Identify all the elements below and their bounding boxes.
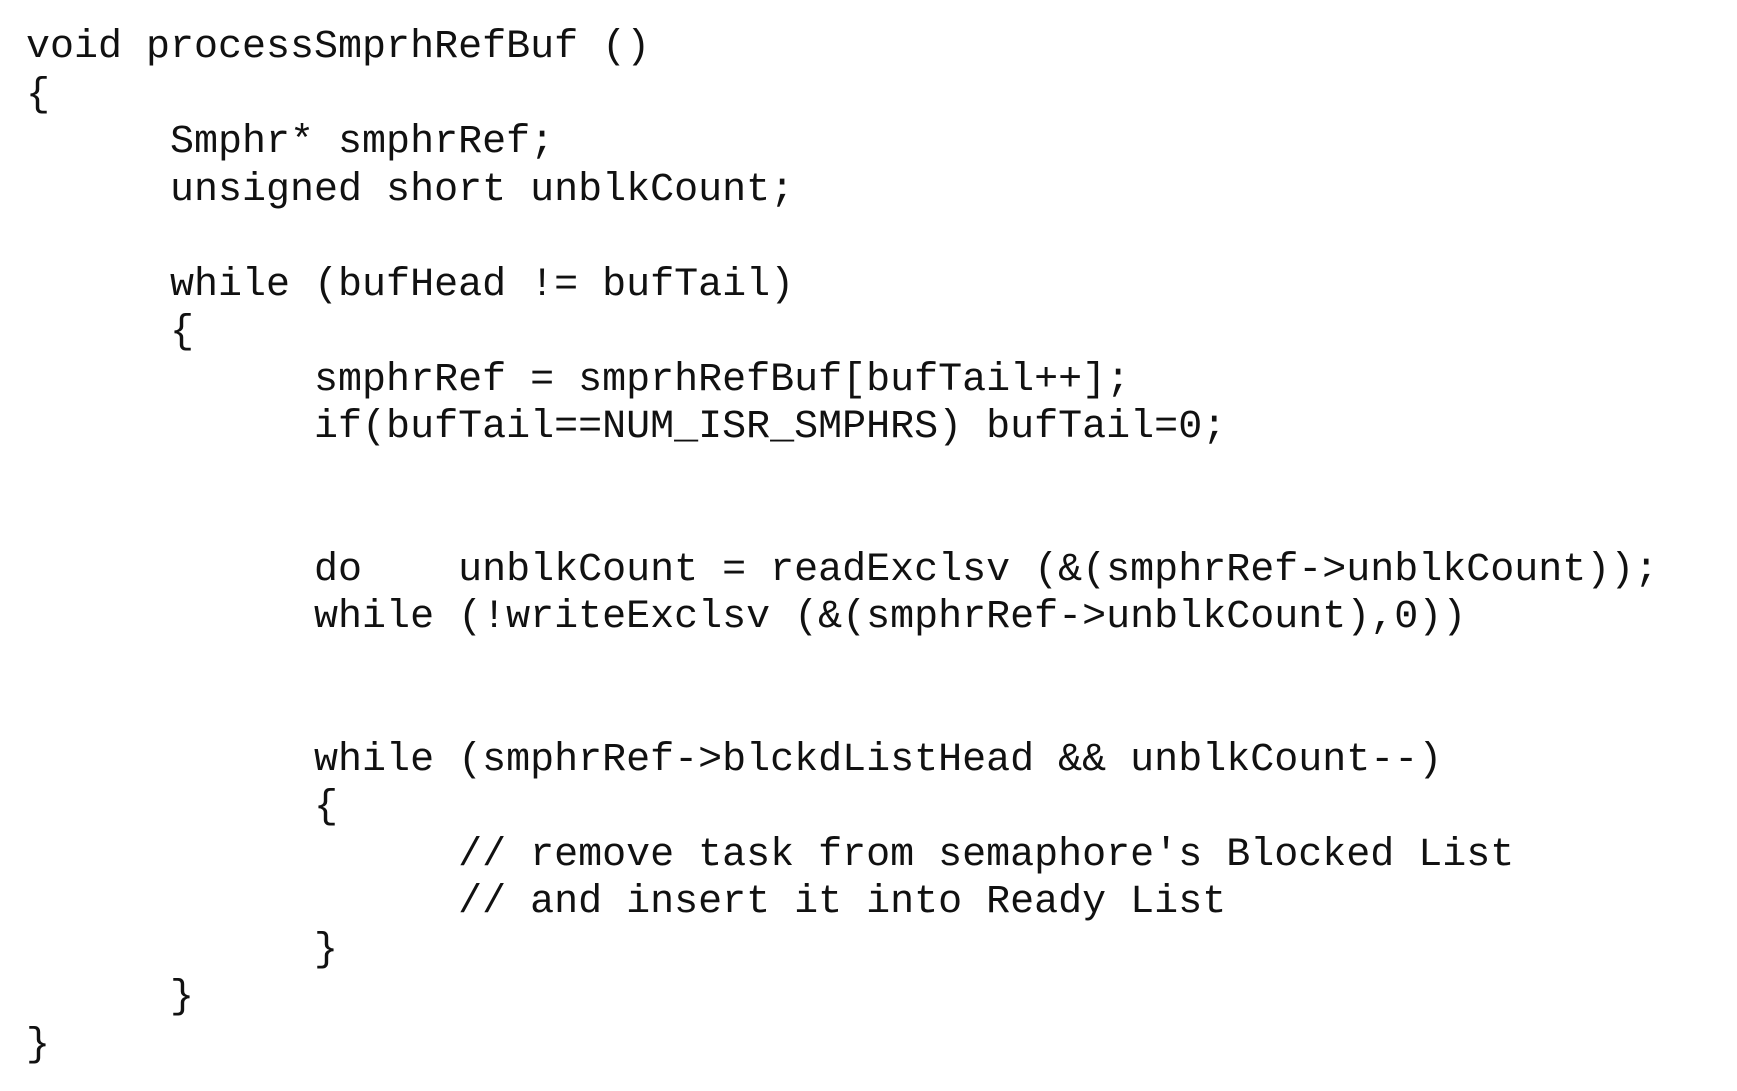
code-block: void processSmprhRefBuf (){ Smphr* smphr… <box>26 24 1658 1069</box>
code-line <box>26 452 1658 500</box>
code-line <box>26 499 1658 547</box>
code-line: while (smphrRef->blckdListHead && unblkC… <box>26 737 1443 783</box>
code-line: do unblkCount = readExclsv (&(smphrRef->… <box>26 547 1659 593</box>
code-line: } <box>26 1022 51 1068</box>
code-line <box>26 642 1658 690</box>
code-line: } <box>26 975 195 1020</box>
code-line: // and insert it into Ready List <box>26 880 1227 925</box>
code-line: unsigned short unblkCount; <box>26 167 795 213</box>
code-line: if(bufTail==NUM_ISR_SMPHRS) bufTail=0; <box>26 405 1227 450</box>
code-line: { <box>26 785 339 830</box>
code-line: { <box>26 310 195 355</box>
code-line: void processSmprhRefBuf () <box>26 25 651 70</box>
code-line: while (bufHead != bufTail) <box>26 262 795 308</box>
code-line <box>26 689 1658 737</box>
code-line: } <box>26 927 339 973</box>
code-line: Smphr* smphrRef; <box>26 120 555 165</box>
code-line: { <box>26 72 51 118</box>
code-line: smphrRef = smprhRefBuf[bufTail++]; <box>26 357 1131 403</box>
code-line: while (!writeExclsv (&(smphrRef->unblkCo… <box>26 595 1467 640</box>
code-line <box>26 214 1658 262</box>
code-line: // remove task from semaphore's Blocked … <box>26 832 1515 878</box>
